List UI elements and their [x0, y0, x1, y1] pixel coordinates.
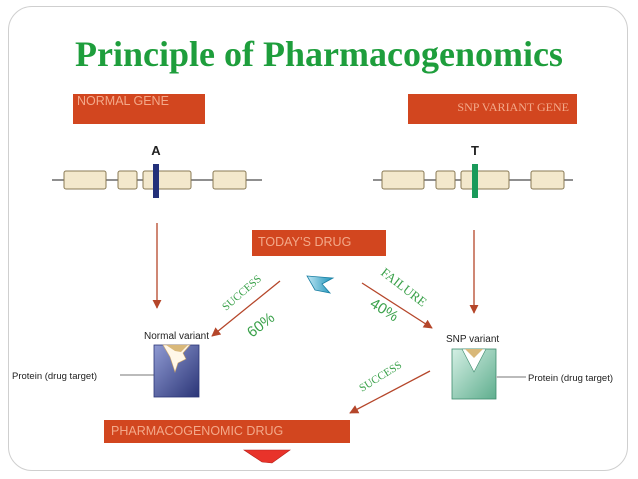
- variant-allele-label: T: [471, 143, 479, 158]
- normal-allele-label: A: [151, 143, 161, 158]
- pharmacogenomic-drug-box: PHARMACOGENOMIC DRUG: [104, 420, 350, 443]
- normal-binding-pocket: [162, 344, 191, 373]
- success-left-label: SUCCESS: [220, 273, 264, 313]
- arrow-failure: [361, 282, 433, 329]
- variant-gene-strand: [373, 164, 573, 198]
- snp-drug-misfit: [465, 349, 483, 358]
- todays-drug-box: TODAY’S DRUG: [252, 230, 386, 256]
- normal-gene-box: NORMAL GENE: [73, 94, 205, 124]
- success-bottom-label: SUCCESS: [357, 359, 404, 394]
- arrow-success-left: [211, 280, 281, 337]
- todays-drug-shape: [306, 275, 335, 294]
- normal-drug-fit: [166, 345, 188, 352]
- pharmacogenomic-drug-shape: [243, 449, 291, 464]
- normal-gene-strand: [52, 164, 262, 198]
- protein-left-label: Protein (drug target): [12, 371, 97, 382]
- snp-variant-label: SNP variant: [446, 334, 499, 345]
- percent-right-label: 40%: [367, 295, 401, 325]
- normal-allele-marker: [153, 164, 159, 198]
- percent-left-label: 60%: [244, 309, 278, 341]
- slide-title: Principle of Pharmacogenomics: [75, 34, 563, 74]
- snp-variant-gene-box: SNP VARIANT GENE: [408, 94, 577, 124]
- normal-variant-label: Normal variant: [144, 331, 209, 342]
- variant-allele-marker: [472, 164, 478, 198]
- arrow-success-bottom: [349, 370, 431, 414]
- protein-right-label: Protein (drug target): [528, 373, 613, 384]
